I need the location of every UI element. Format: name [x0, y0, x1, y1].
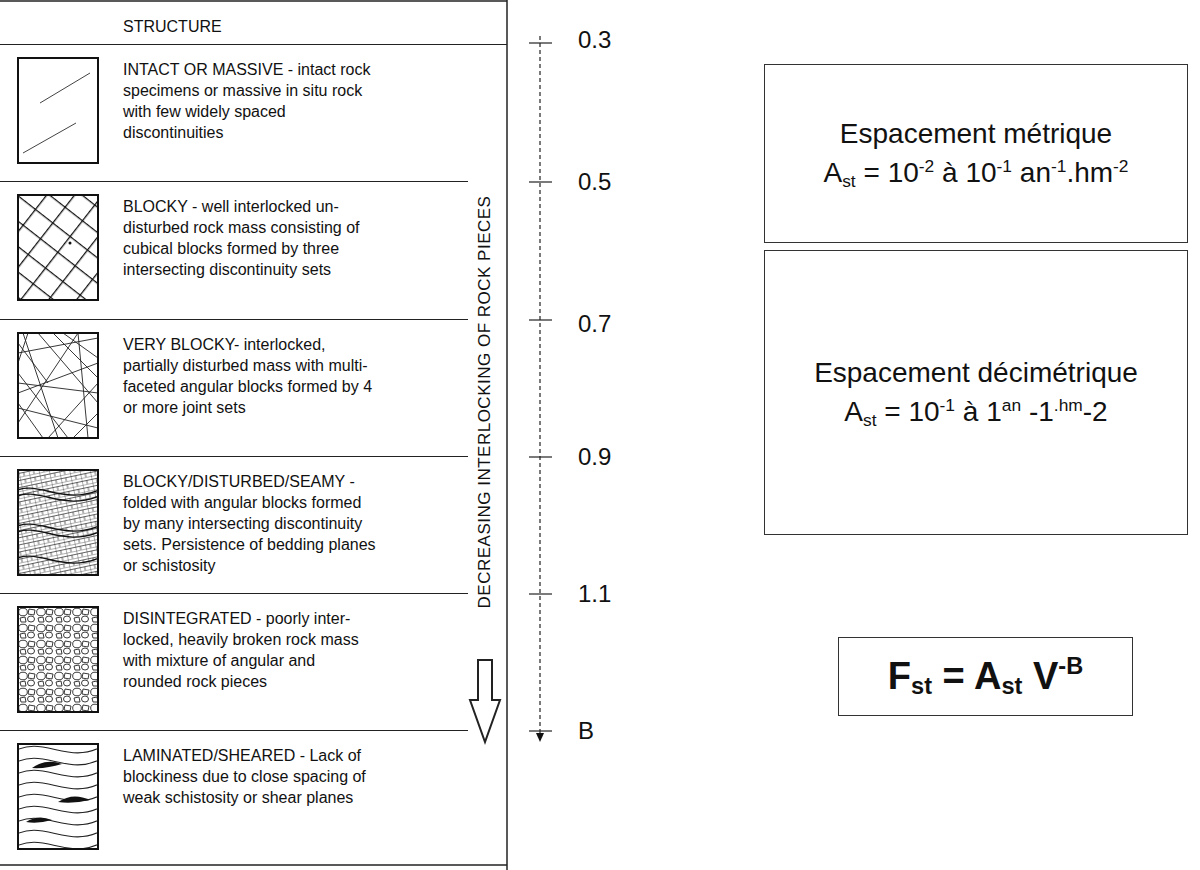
text-part: = 10	[864, 157, 919, 188]
structure-row: LAMINATED/SHEARED - Lack of blockiness d…	[0, 731, 468, 865]
table-border	[506, 0, 508, 870]
table-border	[0, 864, 507, 866]
text-part: an	[1020, 157, 1051, 188]
text-part: à 10	[942, 157, 997, 188]
axis-value: 1.1	[578, 581, 611, 607]
structure-row: DISINTEGRATED - poorly inter- locked, he…	[0, 594, 468, 731]
superscript: an	[1002, 395, 1021, 415]
structure-description: DISINTEGRATED - poorly inter- locked, he…	[123, 608, 378, 692]
axis-ticks	[529, 43, 552, 731]
axis-tick	[529, 42, 552, 43]
structure-description: LAMINATED/SHEARED - Lack of blockiness d…	[123, 745, 378, 808]
icon-frame	[18, 333, 98, 438]
structure-row: INTACT OR MASSIVE - intact rock specimen…	[0, 45, 468, 182]
text-part: V	[1033, 655, 1058, 697]
text-part: A	[844, 396, 863, 427]
axis-arrowhead	[536, 733, 544, 742]
laminated-icon	[13, 744, 103, 849]
superscript: -2	[1113, 156, 1128, 176]
text-line: Fst= AstV-B	[888, 650, 1083, 704]
icon-frame	[18, 58, 98, 163]
superscript: -2	[919, 156, 934, 176]
lens	[32, 762, 62, 768]
header-band: STRUCTURE	[0, 0, 507, 45]
subscript: st	[842, 171, 856, 191]
text-line: Espacement métrique	[840, 114, 1112, 153]
column-heading: STRUCTURE	[123, 16, 378, 37]
axis-value: 0.9	[578, 444, 611, 470]
axis-tick	[529, 319, 552, 320]
text-line: Espacement décimétrique	[814, 353, 1138, 392]
dashed-axis	[539, 36, 540, 734]
superscript: .hm	[1054, 395, 1083, 415]
axis-value: B	[578, 718, 594, 744]
formula-box: Fst= AstV-B	[838, 637, 1133, 716]
structure-description: INTACT OR MASSIVE - intact rock specimen…	[123, 59, 378, 143]
axis-tick	[529, 181, 552, 182]
joint-line	[23, 123, 76, 153]
joint-line	[40, 73, 90, 103]
text-line: Ast= 10-2à 10-1an-1.hm-2	[823, 153, 1128, 193]
superscript: -B	[1058, 653, 1083, 679]
spacing-box: Espacement décimétriqueAst= 10-1à 1an-1.…	[764, 250, 1188, 535]
intact-icon	[18, 58, 98, 163]
structure-row: BLOCKY/DISTURBED/SEAMY - folded with ang…	[0, 457, 468, 594]
axis-value: 0.3	[578, 27, 611, 53]
blocky-icon	[18, 195, 98, 300]
spacing-box: Espacement métriqueAst= 10-2à 10-1an-1.h…	[764, 64, 1188, 243]
structure-description: VERY BLOCKY- interlocked, partially dist…	[123, 334, 378, 418]
shear-planes	[19, 746, 97, 848]
lens	[26, 817, 52, 822]
axis-value: 0.5	[578, 169, 611, 195]
icon-frame	[18, 470, 98, 575]
text-part: = 10	[884, 396, 939, 427]
joint-lines	[19, 334, 97, 437]
table-border	[0, 0, 507, 2]
superscript: -1	[1051, 156, 1066, 176]
hollow-arrow	[470, 660, 500, 742]
bedding-line	[19, 530, 97, 537]
icon-frame	[18, 607, 98, 712]
pebble-pattern	[19, 608, 97, 711]
text-part: = A	[943, 655, 1002, 697]
text-part: à 1	[963, 396, 1002, 427]
structure-row: BLOCKY - well interlocked un- disturbed …	[0, 182, 468, 320]
text-part: .hm	[1066, 157, 1113, 188]
block-grid	[19, 196, 97, 299]
subscript: st	[863, 410, 877, 430]
axis-value: 0.7	[578, 311, 611, 337]
text-part: -1	[1029, 396, 1054, 427]
text-part: Espacement décimétrique	[814, 357, 1138, 388]
very-blocky-icon	[18, 333, 98, 438]
block-pattern	[19, 471, 97, 574]
lens	[58, 796, 90, 802]
bedding-line	[19, 494, 97, 501]
structure-description: BLOCKY/DISTURBED/SEAMY - folded with ang…	[123, 471, 378, 576]
disintegrated-icon	[18, 607, 98, 712]
text-part: -2	[1083, 396, 1108, 427]
text-part: F	[888, 655, 911, 697]
bedding-line	[19, 556, 97, 563]
text-part: A	[823, 157, 842, 188]
subscript: st	[1001, 673, 1022, 699]
icon-frame	[18, 744, 98, 849]
subscript: st	[911, 673, 932, 699]
axis-tick	[529, 456, 552, 457]
structure-row: VERY BLOCKY- interlocked, partially dist…	[0, 320, 468, 457]
axis-title: DECREASING INTERLOCKING OF ROCK PIECES	[476, 196, 495, 609]
structure-description: BLOCKY - well interlocked un- disturbed …	[123, 196, 378, 280]
text-part: Espacement métrique	[840, 118, 1112, 149]
superscript: -1	[997, 156, 1012, 176]
text-line: Ast= 10-1à 1an-1.hm-2	[844, 392, 1107, 432]
seamy-icon	[13, 470, 103, 575]
superscript: -1	[940, 395, 955, 415]
axis-tick	[529, 593, 552, 594]
axis-tick	[529, 730, 552, 731]
block-dot	[69, 242, 72, 245]
icon-frame	[18, 195, 98, 300]
